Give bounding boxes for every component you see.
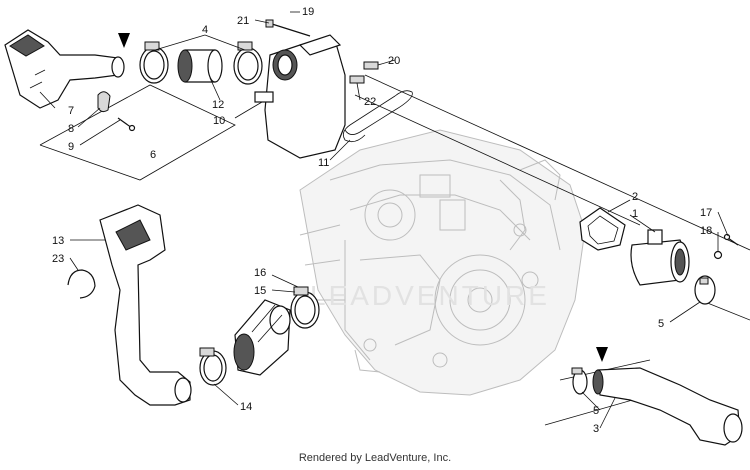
callout-17: 17 (700, 207, 712, 219)
coolant-hose (592, 367, 743, 446)
intake-boot-15 (233, 299, 291, 376)
direction-arrow-top (118, 33, 130, 48)
upper-intake-duct (4, 29, 125, 109)
washer-18 (713, 250, 723, 260)
callout-6: 6 (150, 149, 156, 161)
spacer-20 (363, 61, 379, 70)
callout-11: 11 (318, 157, 329, 169)
hose-clamp-right (233, 41, 263, 85)
callout-12: 12 (212, 99, 224, 111)
intake-boot (254, 34, 346, 159)
callout-2: 2 (632, 191, 638, 203)
hose-clamp-5a (694, 275, 716, 305)
callout-13: 13 (52, 235, 64, 247)
callout-8: 8 (68, 123, 74, 135)
callout-10: 10 (213, 115, 225, 127)
callout-4: 4 (202, 24, 208, 36)
ring-23 (67, 269, 96, 299)
callout-1: 1 (632, 208, 638, 220)
callout-9: 9 (68, 141, 74, 153)
hose-clamp-5b (571, 367, 588, 395)
callout-5-bottom: 5 (593, 405, 599, 417)
retaining-spring (342, 90, 413, 143)
callout-21: 21 (237, 15, 249, 27)
callout-3: 3 (593, 423, 599, 435)
hose-clamp-left (139, 41, 169, 84)
direction-arrow-bottom (596, 347, 608, 362)
callout-16: 16 (254, 267, 266, 279)
callout-5-right: 5 (658, 318, 664, 330)
bolt-19 (265, 19, 311, 37)
callout-20: 20 (388, 55, 400, 67)
lower-intake-duct (99, 204, 192, 406)
watermark: LEADVENTURE (310, 280, 550, 311)
engine-block (299, 129, 586, 396)
hose-clamp-14 (199, 347, 227, 386)
credit-footer: Rendered by LeadVenture, Inc. (298, 452, 452, 464)
leader-lines (39, 11, 729, 429)
gasket-2 (579, 207, 626, 251)
callout-22: 22 (364, 96, 376, 108)
callout-labels: 4 21 19 20 22 12 10 11 7 8 9 6 2 1 17 18… (52, 6, 712, 435)
drain-plug (117, 117, 136, 132)
screw-17 (723, 233, 739, 246)
callout-7: 7 (68, 105, 74, 117)
callout-15: 15 (254, 285, 266, 297)
callout-18: 18 (700, 225, 712, 237)
callout-14: 14 (240, 401, 252, 413)
thermostat-housing (630, 229, 690, 286)
clamp-small (97, 91, 111, 113)
hose-clamp-16 (290, 286, 320, 329)
callout-23: 23 (52, 253, 64, 265)
reference-lines (39, 74, 750, 426)
callout-19: 19 (302, 6, 314, 18)
coupler-sleeve (177, 49, 223, 83)
spacer-22 (349, 75, 365, 84)
